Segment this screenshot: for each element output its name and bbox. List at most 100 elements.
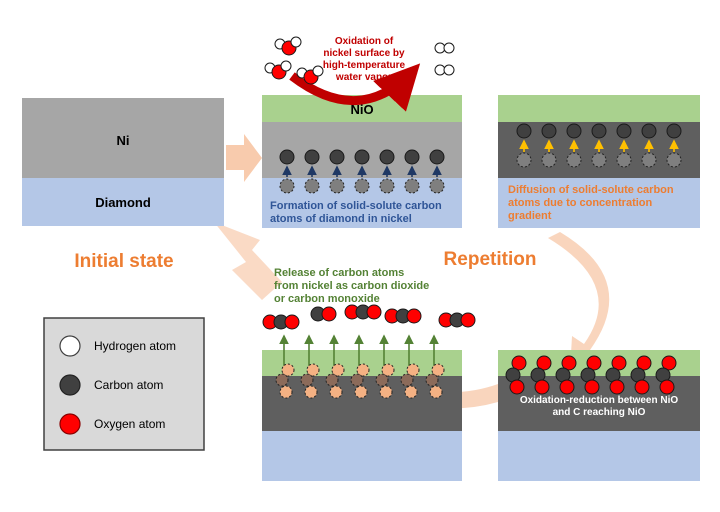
oxidation-arrow (289, 63, 421, 112)
carbon-atom-ghost (616, 152, 632, 168)
oxygen-atom (609, 379, 625, 395)
panel4-diamond-layer (498, 431, 700, 481)
oxygen-atom-ghost (406, 363, 420, 377)
legend-hydrogen-label: Hydrogen atom (94, 339, 176, 353)
redox-caption-1: Oxidation-reduction between NiO (520, 395, 679, 406)
oxygen-atom (636, 355, 652, 371)
hydrogen-atom (280, 60, 292, 72)
legend-hydrogen-icon (59, 335, 81, 357)
oxygen-atom (460, 312, 476, 328)
carbon-atom (429, 149, 445, 165)
oxygen-atom (659, 379, 675, 395)
oxygen-atom-ghost (381, 363, 395, 377)
carbon-atom-ghost (541, 152, 557, 168)
oxygen-atom-ghost (431, 363, 445, 377)
carbon-atom (641, 123, 657, 139)
carbon-atom (516, 123, 532, 139)
carbon-atom-ghost (354, 178, 370, 194)
diffusion-caption-3: gradient (508, 210, 552, 222)
carbon-atom (404, 149, 420, 165)
initial-arrow (226, 134, 262, 182)
oxygen-atom (536, 355, 552, 371)
oxygen-atom (406, 308, 422, 324)
oxygen-atom (511, 355, 527, 371)
legend-carbon-icon (59, 374, 81, 396)
diamond-label: Diamond (95, 195, 151, 210)
carbon-atom (541, 123, 557, 139)
oxygen-atom (284, 314, 300, 330)
formation-caption-2: atoms of diamond in nickel (270, 213, 412, 225)
oxidation-caption-4: water vapor (335, 72, 392, 83)
carbon-atom-ghost (404, 178, 420, 194)
oxygen-atom (559, 379, 575, 395)
oxygen-atom-ghost (356, 363, 370, 377)
oxygen-atom (534, 379, 550, 395)
hydrogen-atom (443, 42, 455, 54)
hydrogen-atom (312, 65, 324, 77)
hydrogen-atom (290, 36, 302, 48)
carbon-atom (566, 123, 582, 139)
panel1-diamond-layer (22, 178, 224, 226)
oxygen-atom-ghost (329, 385, 343, 399)
panel3-diamond-layer (498, 178, 700, 228)
panel5-diamond-layer (262, 431, 462, 481)
carbon-atom-ghost (516, 152, 532, 168)
release-caption-3: or carbon monoxide (274, 293, 380, 305)
oxygen-atom (584, 379, 600, 395)
legend-oxygen-icon (59, 413, 81, 435)
ni-label: Ni (117, 133, 130, 148)
oxygen-atom-ghost (281, 363, 295, 377)
carbon-atom-ghost (325, 373, 339, 387)
oxidation-caption-1: Oxidation of (335, 36, 394, 47)
nio-label: NiO (350, 102, 373, 117)
oxygen-atom-ghost (379, 385, 393, 399)
carbon-atom-ghost (641, 152, 657, 168)
carbon-atom-ghost (429, 178, 445, 194)
carbon-atom-ghost (566, 152, 582, 168)
panel1-ni-layer (22, 98, 224, 178)
carbon-atom-ghost (304, 178, 320, 194)
carbon-atom (616, 123, 632, 139)
carbon-atom-ghost (300, 373, 314, 387)
oxygen-atom (586, 355, 602, 371)
carbon-atom-ghost (279, 178, 295, 194)
oxygen-atom-ghost (404, 385, 418, 399)
oxygen-atom (509, 379, 525, 395)
carbon-atom (304, 149, 320, 165)
panel3-nio-top (498, 95, 700, 122)
carbon-atom (666, 123, 682, 139)
oxygen-atom (611, 355, 627, 371)
repetition-label: Repetition (444, 249, 537, 270)
oxygen-atom-ghost (331, 363, 345, 377)
cycle-arrow-left (214, 222, 282, 300)
oxygen-atom-ghost (429, 385, 443, 399)
oxidation-caption-3: high-temperature (323, 60, 406, 71)
oxygen-atom (561, 355, 577, 371)
oxygen-atom-ghost (279, 385, 293, 399)
cycle-arrow-right (548, 232, 610, 372)
diffusion-caption-1: Diffusion of solid-solute carbon (508, 184, 674, 196)
carbon-atom (591, 123, 607, 139)
carbon-atom-ghost (275, 373, 289, 387)
oxygen-atom-ghost (304, 385, 318, 399)
oxygen-atom-ghost (354, 385, 368, 399)
redox-caption-2: and C reaching NiO (553, 407, 646, 418)
carbon-atom-ghost (591, 152, 607, 168)
carbon-atom (279, 149, 295, 165)
carbon-atom-ghost (666, 152, 682, 168)
initial-state-label: Initial state (74, 251, 173, 272)
carbon-atom-ghost (329, 178, 345, 194)
diffusion-caption-2: atoms due to concentration (508, 197, 653, 209)
oxygen-atom-ghost (306, 363, 320, 377)
legend-oxygen-label: Oxygen atom (94, 417, 165, 431)
oxygen-atom (366, 304, 382, 320)
oxidation-caption-2: nickel surface by (323, 48, 405, 59)
carbon-atom (354, 149, 370, 165)
carbon-atom-ghost (379, 178, 395, 194)
oxygen-atom (634, 379, 650, 395)
oxygen-atom (321, 306, 337, 322)
release-caption-1: Release of carbon atoms (274, 267, 404, 279)
carbon-atom (329, 149, 345, 165)
carbon-atom-ghost (350, 373, 364, 387)
